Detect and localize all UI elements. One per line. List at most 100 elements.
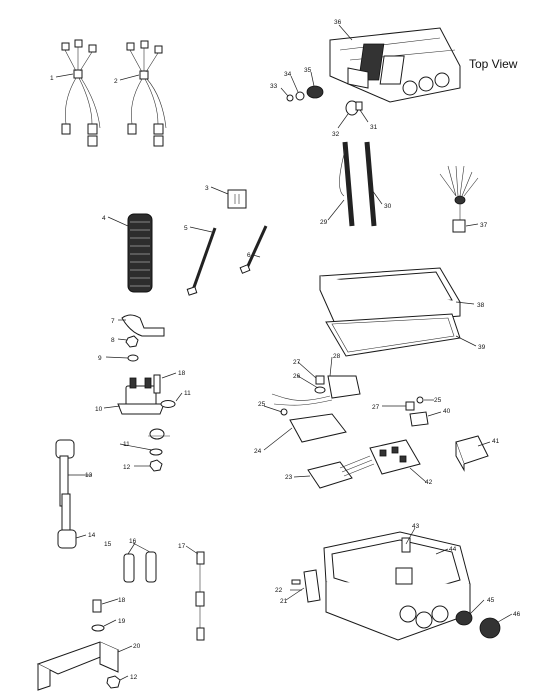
bracket-40	[409, 411, 429, 427]
socket-31	[355, 101, 363, 111]
screw-27b	[405, 401, 415, 411]
module-28	[327, 375, 361, 399]
spacer	[149, 428, 165, 440]
screw-33	[286, 94, 294, 102]
callout-14: 14	[88, 532, 96, 539]
callout-37: 37	[480, 222, 488, 229]
callout-26: 26	[293, 373, 301, 380]
solenoid	[117, 377, 165, 415]
callout-25b: 25	[434, 397, 442, 404]
circuit-board-42	[369, 439, 421, 475]
washer-19	[91, 624, 105, 632]
callout-4: 4	[102, 215, 106, 222]
callout-34: 34	[284, 71, 292, 78]
grommet-35	[306, 85, 324, 99]
callout-22: 22	[275, 587, 283, 594]
tube-29	[342, 141, 355, 227]
screw-25b	[416, 396, 424, 404]
callout-18b: 18	[118, 597, 126, 604]
callout-35: 35	[304, 67, 312, 74]
inline-fuse-holder	[195, 551, 205, 641]
callout-1: 1	[50, 75, 54, 82]
fuse-16	[145, 551, 157, 583]
cable-tie-6	[245, 225, 268, 269]
callout-11a: 11	[184, 390, 191, 397]
cable-tie-5	[191, 227, 217, 291]
nut-12	[149, 459, 163, 472]
callout-32: 32	[332, 131, 340, 138]
module-23	[307, 461, 353, 489]
box-frame	[319, 267, 461, 327]
callout-36: 36	[334, 19, 342, 26]
hold-down-strap	[55, 439, 77, 549]
callout-44: 44	[449, 546, 457, 553]
callout-3: 3	[205, 185, 209, 192]
leader-lines	[55, 24, 513, 681]
callout-38: 38	[477, 302, 485, 309]
callout-6: 6	[247, 252, 251, 259]
callout-21: 21	[280, 598, 288, 605]
washer-26	[314, 386, 326, 394]
washer-34	[295, 91, 305, 101]
callout-9: 9	[98, 355, 102, 362]
callout-39: 39	[478, 344, 486, 351]
relay-41	[455, 435, 489, 465]
callout-2: 2	[114, 78, 118, 85]
callout-23: 23	[285, 474, 293, 481]
callout-18a: 18	[178, 370, 186, 377]
callout-15: 15	[104, 541, 112, 548]
callout-45: 45	[487, 597, 495, 604]
callout-12a: 12	[123, 464, 131, 471]
callout-29: 29	[320, 219, 328, 226]
callout-28: 28	[333, 353, 341, 360]
callout-7: 7	[111, 318, 115, 325]
callout-24: 24	[254, 448, 262, 455]
screw-27	[315, 375, 325, 385]
corrugated-conduit	[127, 213, 153, 293]
callout-11b: 11	[123, 441, 130, 448]
tube-30	[364, 141, 377, 227]
washer-11	[160, 400, 176, 408]
callout-46: 46	[513, 611, 521, 618]
top-view-label: Top View	[469, 57, 518, 71]
callout-5: 5	[184, 225, 188, 232]
callout-40: 40	[443, 408, 451, 415]
callout-31: 31	[370, 124, 378, 131]
callout-33: 33	[270, 83, 278, 90]
callout-25a: 25	[258, 401, 266, 408]
callout-27b: 27	[372, 404, 380, 411]
callout-8: 8	[111, 337, 115, 344]
bolt-18	[153, 374, 161, 394]
callout-42: 42	[425, 479, 433, 486]
callout-27a: 27	[293, 359, 301, 366]
nut-12b	[106, 675, 121, 689]
label-decal	[227, 189, 247, 209]
callout-12b: 12	[130, 674, 138, 681]
grommet-45	[455, 610, 473, 626]
cap-46	[479, 617, 501, 639]
washer-9	[127, 354, 139, 362]
callout-16: 16	[129, 538, 137, 545]
control-box-cover	[329, 27, 461, 103]
callout-10: 10	[95, 406, 103, 413]
gasket	[325, 313, 461, 357]
callout-19: 19	[118, 618, 126, 625]
nut-8	[125, 335, 139, 348]
callout-30: 30	[384, 203, 392, 210]
fuse-15	[123, 553, 135, 583]
clip-21	[303, 569, 321, 603]
circuit-board-24	[289, 413, 347, 443]
wire-harness-2	[126, 40, 167, 147]
callout-17: 17	[178, 543, 186, 550]
bolt-18b	[92, 599, 102, 613]
wire-harness-37	[439, 165, 479, 233]
callout-41: 41	[492, 438, 500, 445]
washer-11b	[149, 448, 163, 456]
callout-13: 13	[85, 472, 93, 479]
control-box-base	[323, 531, 471, 641]
pin-22	[291, 579, 301, 585]
wire-harness-1	[61, 39, 101, 147]
callout-43: 43	[412, 523, 420, 530]
callout-20: 20	[133, 643, 141, 650]
